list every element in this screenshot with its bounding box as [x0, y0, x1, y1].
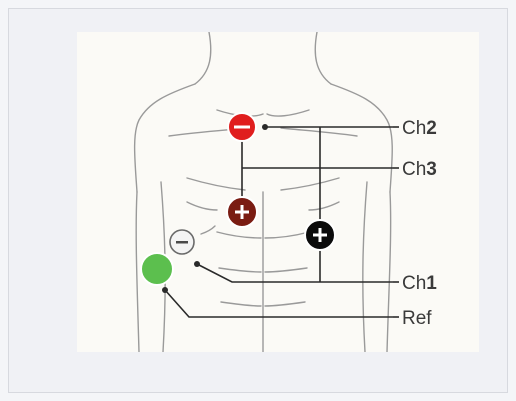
image-frame: Ch2 Ch3 Ch1 Ref	[8, 8, 508, 393]
minus-icon	[234, 126, 250, 129]
torso-outline	[135, 32, 393, 352]
label-ch2: Ch2	[402, 118, 437, 139]
ch3-wire	[242, 127, 393, 212]
electrode-placement-diagram: Ch2 Ch3 Ch1 Ref	[77, 32, 479, 352]
electrode-red-negative	[228, 113, 268, 141]
torso-diagram-svg: Ch2 Ch3 Ch1 Ref	[77, 32, 479, 352]
electrode-dark-red-positive	[227, 197, 257, 227]
label-ch1: Ch1	[402, 273, 437, 294]
label-ref: Ref	[402, 308, 432, 329]
lead-wires	[165, 127, 393, 317]
electrode-green-reference	[141, 253, 173, 293]
label-leaders	[393, 127, 399, 317]
electrode-black-positive	[305, 220, 335, 250]
label-ch3: Ch3	[402, 159, 437, 180]
electrode-white-negative	[170, 230, 200, 267]
minus-icon	[176, 241, 188, 244]
ref-wire	[165, 290, 393, 317]
